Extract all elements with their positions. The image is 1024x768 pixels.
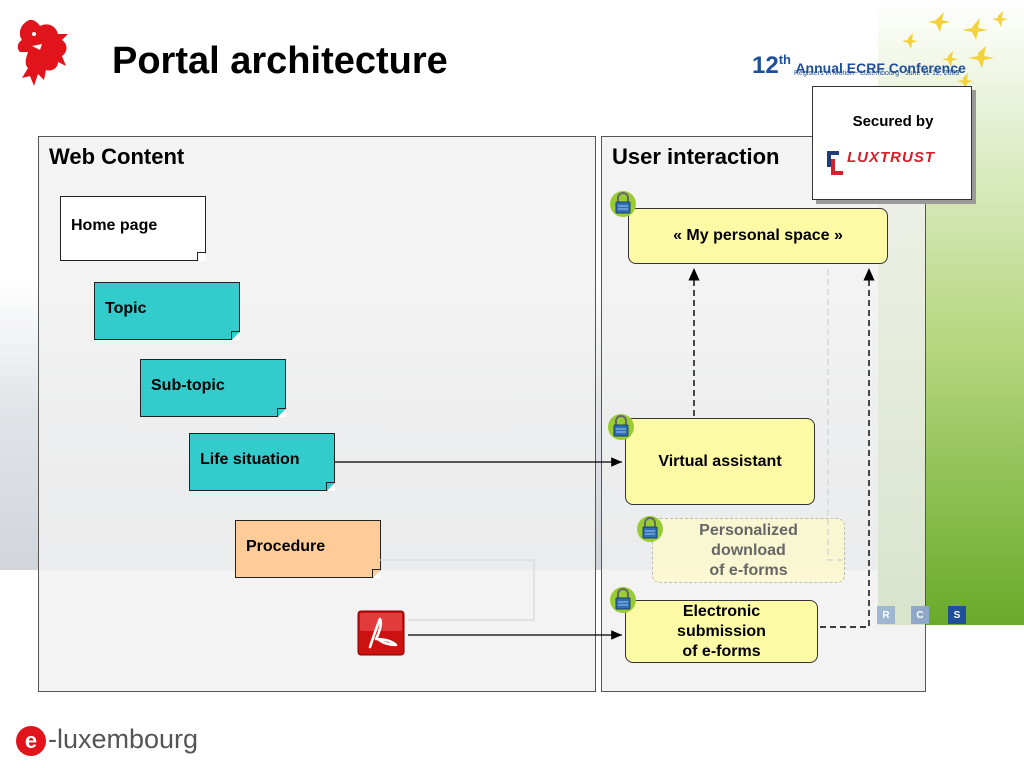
luxtrust-brand: LUXTRUST xyxy=(847,149,935,166)
procedure-label: Procedure xyxy=(246,538,326,555)
life-situation-node: Life situation xyxy=(189,433,335,491)
topic-node: Topic xyxy=(94,282,240,340)
pdf-icon xyxy=(357,610,405,656)
electronic-submission-box: Electronic submission of e-forms xyxy=(625,600,818,663)
electronic-line-2: submission xyxy=(677,622,766,640)
personalized-line-3: of e-forms xyxy=(709,561,788,579)
procedure-node: Procedure xyxy=(235,520,381,578)
conference-tagline: Registers in Motion - Luxembourg - June … xyxy=(794,70,960,77)
lock-icon xyxy=(610,587,636,613)
life-situation-label: Life situation xyxy=(200,451,300,468)
page-title: Portal architecture xyxy=(112,40,448,82)
virtual-assistant-box: Virtual assistant xyxy=(625,418,815,505)
personalized-line-1: Personalized xyxy=(699,521,798,539)
home-page-node: Home page xyxy=(60,196,206,261)
conference-title: 12th Annual ECRF Conference xyxy=(752,52,966,80)
conference-number: 12 xyxy=(752,52,779,79)
sub-topic-label: Sub-topic xyxy=(151,377,225,394)
topic-label: Topic xyxy=(105,300,147,317)
submission-to-myspace-arrow xyxy=(820,268,875,628)
user-interaction-title: User interaction xyxy=(612,144,780,169)
web-content-title: Web Content xyxy=(49,144,185,169)
sub-topic-node: Sub-topic xyxy=(140,359,286,417)
e-letter: e xyxy=(24,728,38,753)
personalized-line-2: download xyxy=(711,541,786,559)
lock-icon xyxy=(610,191,636,217)
e-luxembourg-logo-icon: e xyxy=(16,726,46,756)
conference-name: Annual ECRF Conference xyxy=(795,60,966,76)
lock-icon xyxy=(637,516,663,542)
electronic-line-1: Electronic xyxy=(682,602,761,620)
lock-icon xyxy=(608,414,634,440)
secured-by-box: Secured by LUXTRUST xyxy=(812,86,972,200)
my-personal-space-label: « My personal space » xyxy=(673,227,843,244)
personalized-download-box: Personalized download of e-forms xyxy=(652,518,845,583)
my-personal-space-box: « My personal space » xyxy=(628,208,888,264)
luxtrust-logo-icon xyxy=(827,151,843,175)
eu-stars-decoration xyxy=(902,11,1008,89)
rcs-letter-s: S xyxy=(948,606,966,624)
conference-suffix: th xyxy=(778,52,791,67)
procedure-to-pdf-ghost-line xyxy=(380,559,535,621)
e-luxembourg-logo-text: -luxembourg xyxy=(48,724,199,754)
virtual-assistant-label: Virtual assistant xyxy=(658,452,782,470)
luxembourg-lion-icon xyxy=(17,19,68,87)
electronic-line-3: of e-forms xyxy=(682,642,761,660)
rcs-letter-r: R xyxy=(877,606,895,624)
secured-by-label: Secured by xyxy=(852,113,934,130)
download-to-myspace-ghost-arrow xyxy=(827,268,843,561)
rcs-letter-c: C xyxy=(911,606,929,624)
home-page-label: Home page xyxy=(71,217,158,234)
